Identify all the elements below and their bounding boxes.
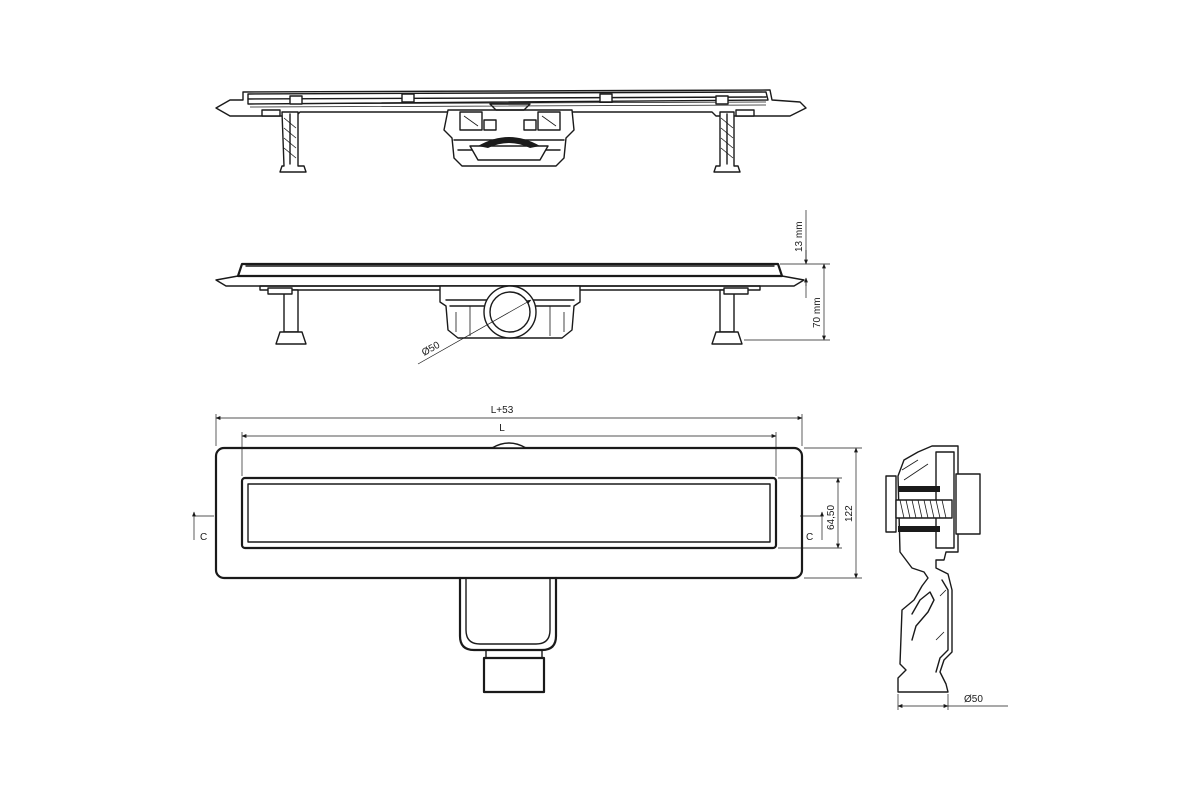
body-height-label: 70 mm [812,297,823,328]
top-height-label: 13 mm [794,221,805,252]
section-marker-right: C [806,532,813,543]
section-marker-left: C [200,532,207,543]
section-outlet-diameter-label: Ø50 [964,694,983,705]
section-view: Ø50 [885,445,1008,710]
grate-length-label: L [499,423,505,434]
perspective-view [215,89,807,173]
overall-width-label: 122 [844,505,855,522]
outlet-diameter-label: Ø50 [420,340,442,359]
overall-length-label: L+53 [491,405,514,416]
side-elevation-view: Ø50 13 mm 70 mm [215,210,830,365]
plan-view: L+53 L 64,50 122 C C [192,405,862,694]
grate-width-label: 64,50 [826,505,837,530]
